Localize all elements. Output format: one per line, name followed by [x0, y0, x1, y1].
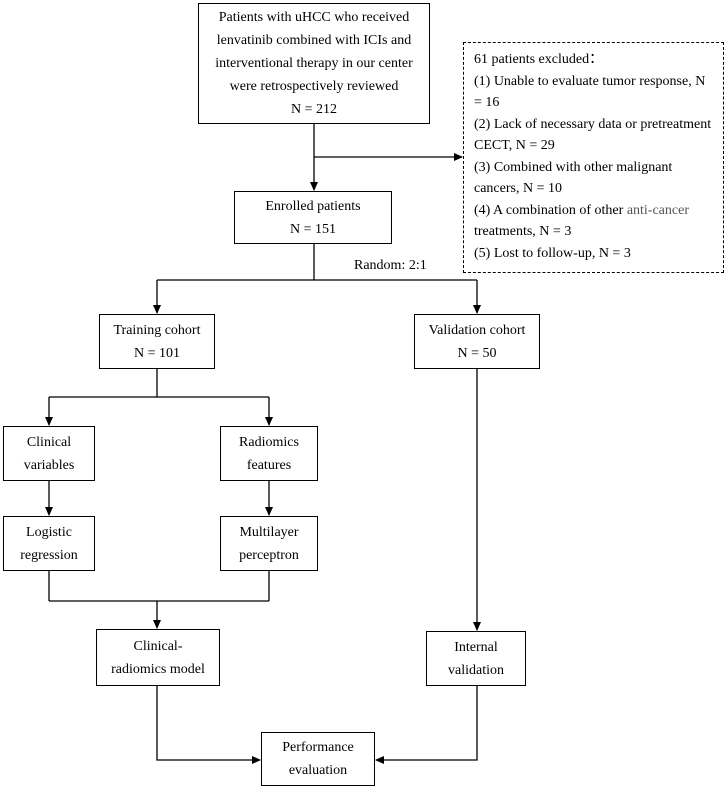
screened-line-1: Patients with uHCC who received: [218, 10, 410, 25]
internal-line-2: validation: [448, 662, 504, 678]
clinical-radiomics-model-box: Clinical- radiomics model: [96, 629, 220, 686]
performance-line-1: Performance: [282, 740, 354, 755]
screened-line-4: were retrospectively reviewed: [229, 79, 399, 94]
screened-count: N = 212: [290, 102, 337, 117]
excluded-line-2: = 16: [474, 95, 500, 110]
clinical-variables-box: Clinical variables: [3, 426, 95, 481]
logistic-regression-box: Logistic regression: [3, 516, 95, 571]
screened-patients-box: Patients with uHCC who received lenvatin…: [198, 3, 430, 124]
clinical-line-2: variables: [23, 457, 75, 473]
training-label: Training cohort: [113, 322, 201, 338]
mlp-line-2: perceptron: [239, 547, 299, 563]
mlp-line-1: Multilayer: [239, 524, 299, 540]
excluded-item-4: (4) A combination of other anti-cancer: [474, 200, 717, 222]
enrolled-patients-box: Enrolled patients N = 151: [234, 191, 392, 244]
arrow-model-to-performance: [156, 686, 261, 764]
model-line-2: radiomics model: [111, 661, 205, 677]
logistic-line-2: regression: [20, 547, 78, 563]
logistic-line-1: Logistic: [26, 524, 72, 540]
excluded-item-4-line-2: treatments, N = 3: [474, 224, 572, 239]
random-split-label: Random: 2:1: [354, 258, 427, 273]
multilayer-perceptron-box: Multilayer perceptron: [220, 516, 318, 571]
radiomics-features-box: Radiomics features: [220, 426, 318, 481]
model-line-1: Clinical-: [133, 638, 183, 654]
clinical-line-1: Clinical: [26, 434, 72, 450]
screened-line-3: interventional therapy in our center: [215, 56, 413, 71]
excluded-line-4: CECT, N = 29: [474, 138, 555, 153]
internal-validation-box: Internal validation: [426, 631, 526, 686]
excluded-item-4-prefix: (4) A combination of other: [474, 202, 627, 218]
excluded-line-5: (3) Combined with other malignant: [474, 159, 673, 175]
training-cohort-box: Training cohort N = 101: [99, 314, 215, 369]
performance-line-2: evaluation: [288, 763, 348, 778]
excluded-item-4-gray: anti-cancer: [626, 202, 689, 218]
excluded-item-5: (5) Lost to follow-up, N = 3: [474, 245, 631, 261]
screened-line-2: lenvatinib combined with ICIs and: [216, 33, 412, 48]
excluded-line-3: (2) Lack of necessary data or pretreatme…: [474, 116, 712, 132]
excluded-line-6: cancers, N = 10: [474, 181, 562, 196]
validation-cohort-box: Validation cohort N = 50: [414, 314, 540, 369]
training-count: N = 101: [133, 345, 180, 361]
radiomics-line-2: features: [246, 457, 292, 473]
internal-line-1: Internal: [454, 639, 498, 655]
enrolled-label: Enrolled patients: [265, 198, 361, 214]
excluded-line-1: (1) Unable to evaluate tumor response, N: [474, 73, 706, 89]
enrolled-count: N = 151: [289, 221, 336, 237]
validation-label: Validation cohort: [428, 322, 526, 338]
excluded-patients-box: 61 patients excluded： (1) Unable to eval…: [463, 42, 724, 273]
radiomics-line-1: Radiomics: [239, 434, 299, 450]
excluded-title: 61 patients excluded：: [474, 52, 604, 67]
performance-evaluation-box: Performance evaluation: [261, 732, 375, 786]
validation-count: N = 50: [457, 345, 497, 361]
arrow-internal-to-performance: [375, 686, 478, 764]
